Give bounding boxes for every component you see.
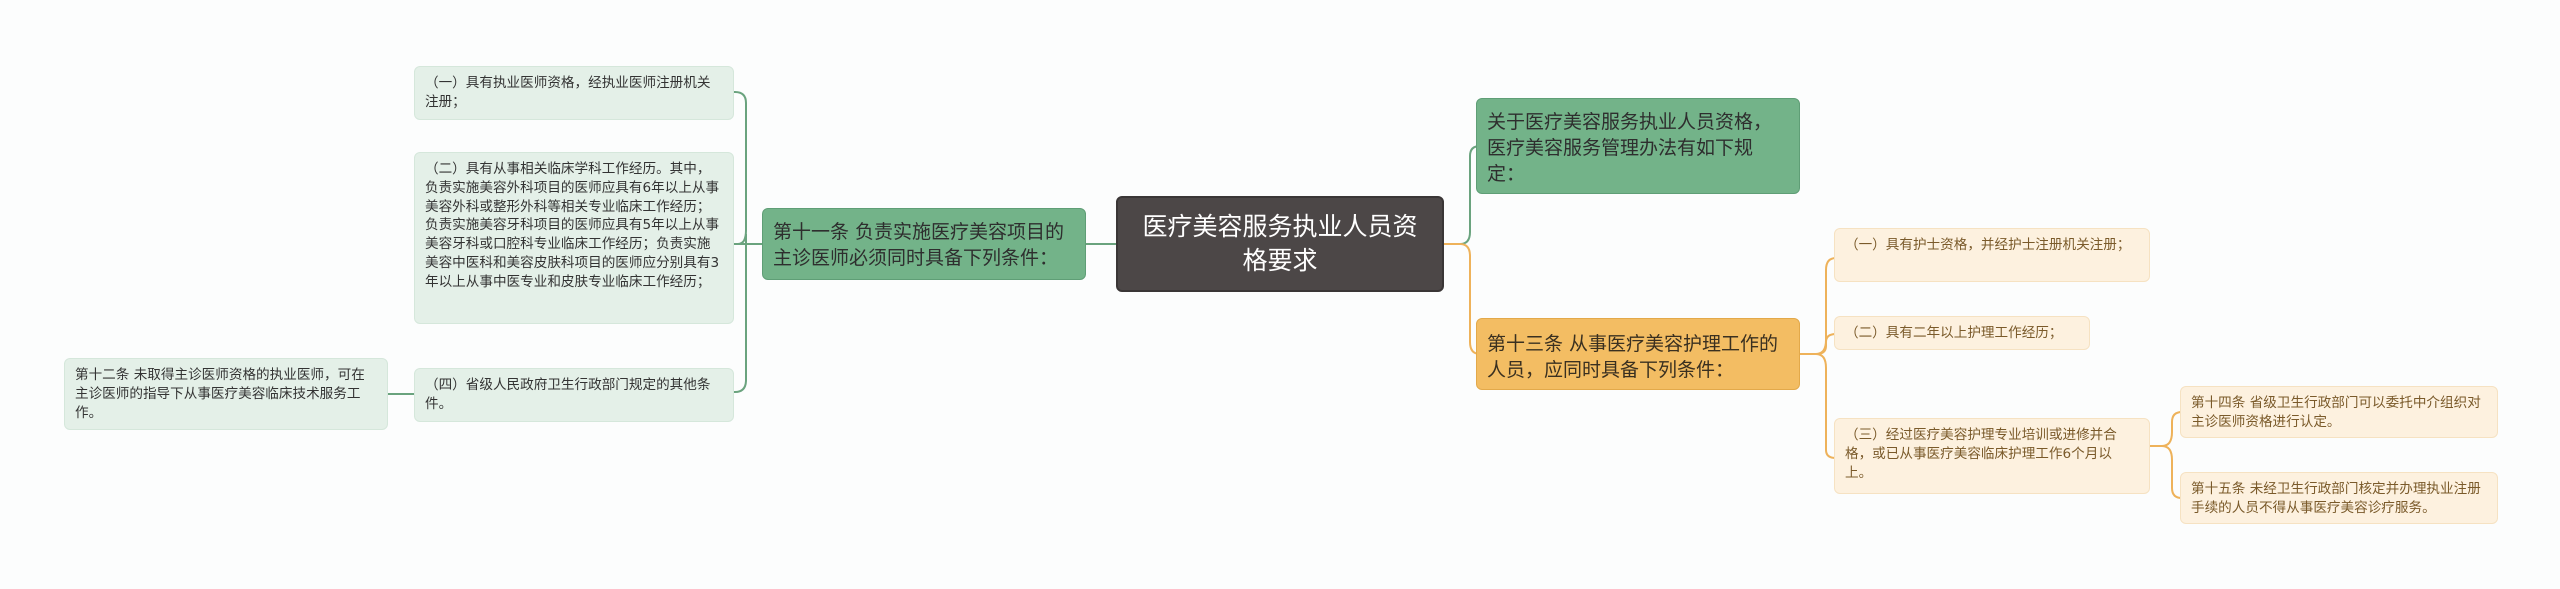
- leaf-article-14-text: 第十四条 省级卫生行政部门可以委托中介组织对主诊医师资格进行认定。: [2191, 395, 2481, 430]
- branch-article-13[interactable]: 第十三条 从事医疗美容护理工作的人员，应同时具备下列条件：: [1476, 318, 1800, 390]
- link-right-items: [1798, 257, 1840, 459]
- intro-node[interactable]: 关于医疗美容服务执业人员资格，医疗美容服务管理办法有如下规定：: [1476, 98, 1800, 194]
- link-item3-subs: [2150, 411, 2186, 499]
- leaf-article-15-text: 第十五条 未经卫生行政部门核定并办理执业注册手续的人员不得从事医疗美容诊疗服务。: [2191, 481, 2481, 516]
- leaf-item-1-text: （一）具有执业医师资格，经执业医师注册机关注册；: [425, 75, 711, 110]
- leaf-item-1[interactable]: （一）具有执业医师资格，经执业医师注册机关注册；: [414, 66, 734, 120]
- link-root-right: [1444, 243, 1486, 355]
- leaf-item-4[interactable]: （四）省级人民政府卫生行政部门规定的其他条件。: [414, 368, 734, 422]
- branch-article-11[interactable]: 第十一条 负责实施医疗美容项目的主诊医师必须同时具备下列条件：: [762, 208, 1086, 280]
- root-node[interactable]: 医疗美容服务执业人员资格要求: [1116, 196, 1444, 292]
- leaf-nurse-3-text: （三）经过医疗美容护理专业培训或进修并合格，或已从事医疗美容临床护理工作6个月以…: [1845, 427, 2117, 481]
- leaf-article-14[interactable]: 第十四条 省级卫生行政部门可以委托中介组织对主诊医师资格进行认定。: [2180, 386, 2498, 438]
- branch-article-13-label: 第十三条 从事医疗美容护理工作的人员，应同时具备下列条件：: [1487, 333, 1779, 382]
- leaf-nurse-2-text: （二）具有二年以上护理工作经历；: [1845, 325, 2063, 341]
- leaf-nurse-1-text: （一）具有护士资格，并经护士注册机关注册；: [1845, 237, 2131, 253]
- leaf-article-12[interactable]: 第十二条 未取得主诊医师资格的执业医师，可在主诊医师的指导下从事医疗美容临床技术…: [64, 358, 388, 430]
- leaf-item-4-text: （四）省级人民政府卫生行政部门规定的其他条件。: [425, 377, 711, 412]
- branch-article-11-label: 第十一条 负责实施医疗美容项目的主诊医师必须同时具备下列条件：: [773, 221, 1065, 270]
- leaf-article-15[interactable]: 第十五条 未经卫生行政部门核定并办理执业注册手续的人员不得从事医疗美容诊疗服务。: [2180, 472, 2498, 524]
- intro-node-text: 关于医疗美容服务执业人员资格，医疗美容服务管理办法有如下规定：: [1487, 111, 1773, 186]
- leaf-nurse-1[interactable]: （一）具有护士资格，并经护士注册机关注册；: [1834, 228, 2150, 282]
- leaf-article-12-text: 第十二条 未取得主诊医师资格的执业医师，可在主诊医师的指导下从事医疗美容临床技术…: [75, 367, 365, 421]
- leaf-item-2-text: （二）具有从事相关临床学科工作经历。其中，负责实施美容外科项目的医师应具有6年以…: [425, 161, 720, 290]
- link-left-items: [731, 91, 762, 393]
- leaf-item-2[interactable]: （二）具有从事相关临床学科工作经历。其中，负责实施美容外科项目的医师应具有6年以…: [414, 152, 734, 324]
- leaf-nurse-3[interactable]: （三）经过医疗美容护理专业培训或进修并合格，或已从事医疗美容临床护理工作6个月以…: [1834, 418, 2150, 494]
- leaf-nurse-2[interactable]: （二）具有二年以上护理工作经历；: [1834, 316, 2090, 350]
- link-root-intro: [1444, 145, 1486, 245]
- root-title: 医疗美容服务执业人员资格要求: [1142, 211, 1418, 276]
